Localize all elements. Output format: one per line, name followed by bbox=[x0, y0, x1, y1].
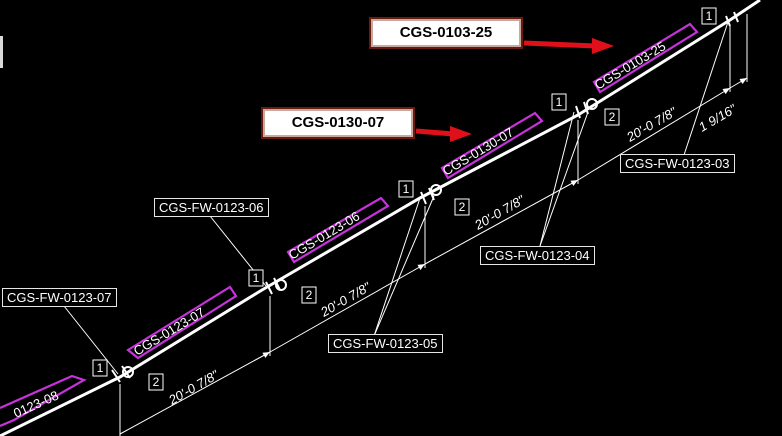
tag-1: 1 bbox=[248, 269, 264, 287]
pipe-segment-outline-08 bbox=[0, 374, 87, 428]
pipe-segment-outline-0130 bbox=[440, 111, 544, 180]
fw-label-0123-05: CGS-FW-0123-05 bbox=[328, 334, 443, 353]
callout-cgs-0130-07: CGS-0130-07 bbox=[261, 107, 415, 139]
weld-symbol bbox=[725, 11, 739, 27]
svg-text:2: 2 bbox=[153, 375, 160, 389]
dimension-line bbox=[269, 263, 426, 353]
leader-line bbox=[539, 111, 589, 247]
pipe-segment-outline-06 bbox=[286, 196, 390, 264]
fw-label-0123-07: CGS-FW-0123-07 bbox=[2, 288, 117, 307]
svg-text:2: 2 bbox=[306, 288, 313, 302]
tag-2: 2 bbox=[301, 286, 317, 304]
svg-text:1: 1 bbox=[706, 9, 713, 23]
tag-2: 2 bbox=[148, 373, 164, 391]
edge-tab bbox=[0, 36, 3, 68]
leader-line bbox=[539, 111, 575, 247]
red-arrow-upper bbox=[523, 38, 614, 54]
weld-symbol bbox=[265, 277, 287, 295]
red-arrow-lower bbox=[415, 126, 472, 142]
pipe-segment-outline-0103 bbox=[592, 22, 699, 94]
svg-text:2: 2 bbox=[609, 110, 616, 124]
svg-text:2: 2 bbox=[459, 200, 466, 214]
tag-1: 1 bbox=[398, 180, 414, 198]
fw-label-0123-04: CGS-FW-0123-04 bbox=[480, 246, 595, 265]
fw-label-0123-06: CGS-FW-0123-06 bbox=[154, 198, 269, 217]
tag-1: 1 bbox=[551, 93, 567, 111]
tag-1: 1 bbox=[92, 359, 108, 377]
fw-label-0123-03: CGS-FW-0123-03 bbox=[620, 154, 735, 173]
weld-symbol bbox=[575, 98, 598, 119]
leader-line bbox=[373, 195, 435, 337]
dimension-line bbox=[729, 77, 748, 89]
leader-line bbox=[683, 21, 729, 156]
svg-text:1: 1 bbox=[97, 361, 104, 375]
svg-text:1: 1 bbox=[403, 182, 410, 196]
pipe-segment-outline-07 bbox=[126, 285, 238, 360]
tag-2: 2 bbox=[454, 198, 470, 216]
tag-2: 2 bbox=[604, 108, 620, 126]
svg-text:1: 1 bbox=[253, 271, 260, 285]
dimension-label: 20'-0 7/8" bbox=[165, 367, 222, 409]
dimension-label: 20'-0 7/8" bbox=[317, 279, 374, 321]
svg-text:1: 1 bbox=[556, 95, 563, 109]
leader-line bbox=[63, 305, 119, 375]
dimension-label: 1 9/16" bbox=[696, 101, 740, 135]
callout-cgs-0103-25: CGS-0103-25 bbox=[369, 17, 523, 49]
tag-1: 1 bbox=[701, 7, 717, 25]
dimension-line bbox=[119, 351, 271, 435]
weld-symbol bbox=[111, 365, 134, 383]
dimension-line bbox=[424, 179, 579, 265]
leader-line bbox=[373, 197, 421, 337]
dimension-line bbox=[577, 87, 731, 181]
pipe-main bbox=[0, 0, 761, 436]
dimension-label: 20'-0 7/8" bbox=[623, 104, 680, 146]
